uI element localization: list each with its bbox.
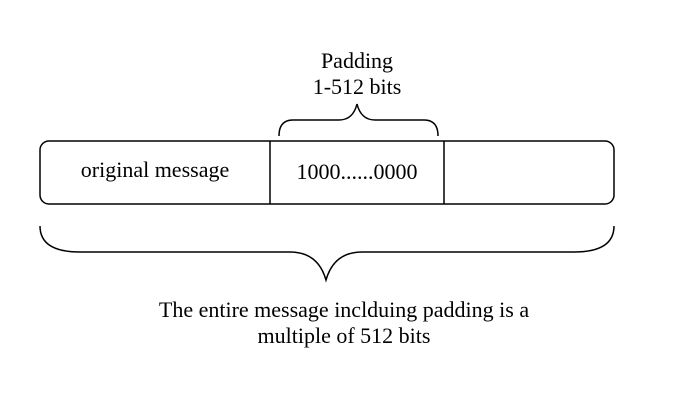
padding-title: Padding <box>320 48 394 73</box>
padding-brace <box>278 103 439 137</box>
padding-range: 1-512 bits <box>312 74 402 99</box>
caption-line-1: The entire message inclduing padding is … <box>158 297 530 322</box>
entire-message-brace <box>39 225 615 283</box>
caption-line-2: multiple of 512 bits <box>257 323 431 348</box>
segment-padding-bits: 1000......0000 <box>296 159 418 184</box>
segment-original-message: original message <box>80 157 230 182</box>
message-bar <box>39 140 615 205</box>
